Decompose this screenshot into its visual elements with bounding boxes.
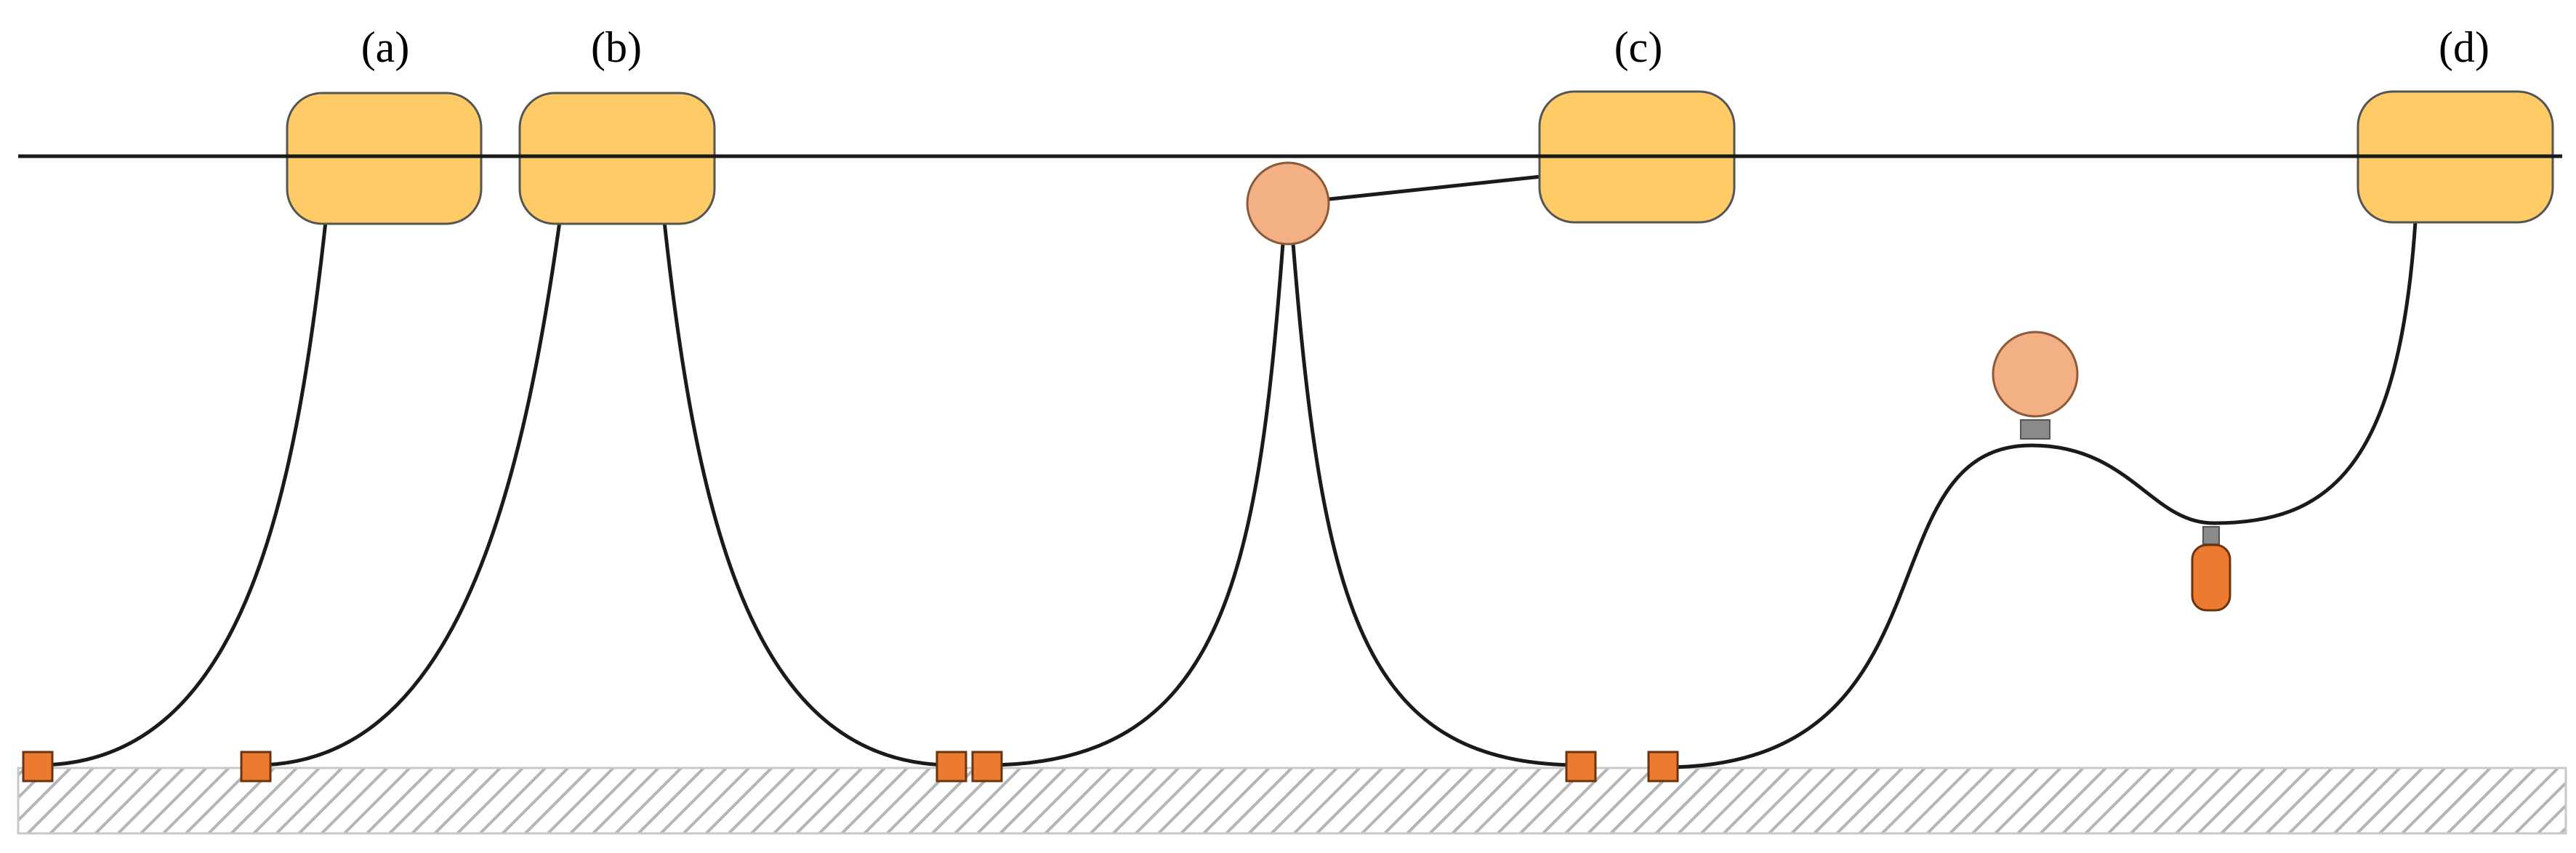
surface-buoy-b [518, 92, 716, 225]
tether-c [1321, 174, 1543, 202]
anchor-a [22, 751, 54, 783]
panel-label-d: (d) [2439, 23, 2490, 71]
mooring-line-d-lazy-wave [1662, 219, 2418, 769]
float-connector-d [2020, 419, 2050, 440]
clump-weight-d [2191, 543, 2231, 612]
mooring-line-c-left [984, 241, 1285, 767]
panel-label-c: (c) [1614, 23, 1663, 71]
subsurface-float-c [1246, 161, 1330, 246]
mooring-line-a [36, 219, 328, 767]
panel-label-b: (b) [591, 23, 642, 71]
anchor-c-right [1565, 751, 1597, 783]
seabed [17, 767, 2567, 835]
anchor-b-left [240, 751, 272, 783]
mooring-line-b-right [662, 219, 954, 767]
anchor-c-left [971, 751, 1003, 783]
panel-label-a: (a) [361, 23, 410, 71]
mooring-line-c-right [1291, 241, 1583, 767]
clump-weight-connector-d [2202, 526, 2220, 545]
anchor-b-right [935, 751, 967, 783]
subsurface-float-d [1992, 331, 2079, 418]
anchor-d [1647, 751, 1679, 783]
surface-buoy-a [286, 92, 483, 225]
mooring-line-b-left [254, 219, 562, 767]
